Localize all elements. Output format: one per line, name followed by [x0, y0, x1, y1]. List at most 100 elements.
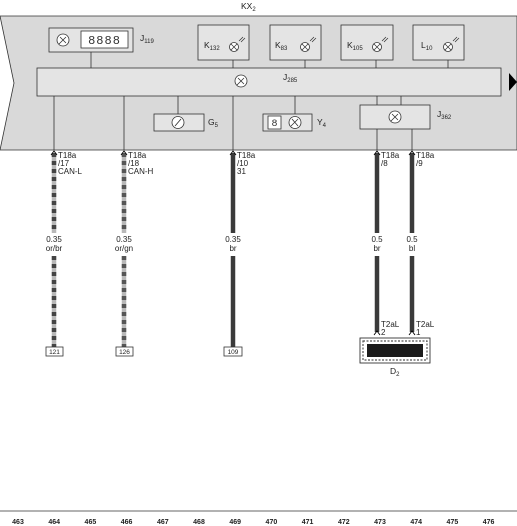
- wire-pin: /10: [237, 159, 249, 168]
- component-label: K: [347, 40, 353, 50]
- wire-pin: /18: [128, 159, 140, 168]
- component-j285: J285: [36, 67, 502, 97]
- component-label-sub: 119: [144, 39, 154, 45]
- wire-signal: CAN-L: [58, 167, 83, 176]
- panel-title: KX: [241, 1, 253, 11]
- component-label: L: [421, 40, 426, 50]
- component-label-sub: 2: [396, 372, 400, 378]
- grid-number: 476: [483, 519, 495, 526]
- d2-pin-number: 2: [381, 328, 386, 337]
- component-j119: 8888 J119: [48, 27, 154, 53]
- component-label-sub: 4: [323, 123, 327, 129]
- grid-number: 464: [48, 519, 60, 526]
- wire-j362-pin9: T18a /9 0.5 bl: [406, 150, 435, 332]
- component-label: J: [283, 72, 287, 82]
- svg-text:J285: J285: [283, 72, 298, 84]
- wire-can-l: T18a /17 CAN-L 0.35 or/br 121: [45, 150, 83, 357]
- warning-lamp-icon: [300, 36, 317, 52]
- wire-pin: /8: [381, 159, 388, 168]
- warning-lamp-icon: [443, 36, 460, 52]
- d2-pin-connector: T2aL: [416, 320, 435, 329]
- wire-color: br: [229, 244, 236, 253]
- grid-number: 463: [12, 519, 24, 526]
- svg-text:K132: K132: [204, 40, 220, 52]
- svg-text:G5: G5: [208, 117, 219, 129]
- component-j362: J362: [359, 104, 452, 130]
- wire-size: 0.5: [406, 235, 418, 244]
- grid-number: 474: [410, 519, 422, 526]
- grid-number: 467: [157, 519, 169, 526]
- wire-feeds: [53, 96, 413, 150]
- digital-display: [267, 115, 282, 130]
- component-k105: K105: [340, 24, 394, 61]
- component-k83: K83: [269, 24, 322, 61]
- grid-number: 473: [374, 519, 386, 526]
- warning-lamp-icon: [229, 36, 246, 52]
- svg-text:KX2: KX2: [241, 1, 256, 13]
- wire-j362-pin8: T18a /8 0.5 br: [371, 150, 400, 332]
- digital-display: [80, 30, 129, 49]
- wire-pin: /17: [58, 159, 70, 168]
- wire-connector: T18a: [237, 151, 256, 160]
- component-g5: G5: [153, 113, 219, 132]
- wire-pin: /9: [416, 159, 423, 168]
- continuation-arrow-icon: [509, 73, 517, 91]
- component-d2: T2aL 2 T2aL 1 D2: [359, 320, 435, 378]
- component-label-sub: 10: [426, 46, 433, 52]
- svg-text:Y4: Y4: [317, 117, 327, 129]
- grid-number: 471: [302, 519, 314, 526]
- control-unit-icon: [388, 110, 402, 124]
- component-label-sub: 132: [210, 46, 221, 52]
- wire-color: or/br: [46, 244, 63, 253]
- wire-ref: 126: [119, 349, 130, 356]
- wire-ref: 109: [228, 349, 239, 356]
- gauge-icon: [56, 33, 70, 47]
- svg-text:J119: J119: [140, 33, 154, 45]
- svg-text:D2: D2: [390, 366, 400, 378]
- wire-connector: T18a: [381, 151, 400, 160]
- grid-number: 469: [229, 519, 241, 526]
- wire-connector: T18a: [416, 151, 435, 160]
- warning-lamp-icon: [372, 36, 389, 52]
- grid-number: 472: [338, 519, 350, 526]
- display-digits: 8: [271, 119, 277, 130]
- control-unit-icon: [234, 74, 248, 88]
- grid-number: 465: [85, 519, 97, 526]
- component-label-sub: 285: [287, 78, 298, 84]
- d2-pin-connector: T2aL: [381, 320, 400, 329]
- component-label: J: [437, 109, 441, 119]
- panel-title-sub: 2: [252, 7, 256, 13]
- svg-text:L10: L10: [421, 40, 433, 52]
- component-label-sub: 5: [215, 123, 219, 129]
- component-label: G: [208, 117, 215, 127]
- svg-text:J362: J362: [437, 109, 452, 121]
- wire-size: 0.35: [225, 235, 241, 244]
- grid-number: 466: [121, 519, 133, 526]
- component-label-sub: 362: [441, 115, 452, 121]
- wire-color: br: [373, 244, 380, 253]
- wire-size: 0.5: [371, 235, 383, 244]
- component-label: Y: [317, 117, 323, 127]
- sub-connections: [177, 96, 402, 114]
- grid-number: 468: [193, 519, 205, 526]
- clock-icon: [288, 116, 302, 129]
- svg-text:K83: K83: [275, 40, 288, 52]
- component-label-sub: 83: [281, 46, 288, 52]
- wire-color: or/gn: [115, 244, 133, 253]
- display-digits: 8888: [88, 34, 121, 48]
- wire-size: 0.35: [116, 235, 132, 244]
- component-label: K: [275, 40, 281, 50]
- component-y4: 8 Y4: [262, 113, 327, 132]
- svg-text:K105: K105: [347, 40, 363, 52]
- grid-number: 475: [447, 519, 459, 526]
- component-label: K: [204, 40, 210, 50]
- wire-can-h: T18a /18 CAN-H 0.35 or/gn 126: [115, 150, 154, 357]
- wire-color: bl: [409, 244, 415, 253]
- internal-connections: [90, 52, 449, 68]
- wire-ground-31: T18a /10 31 0.35 br 109: [223, 150, 256, 357]
- component-l10: L10: [412, 24, 465, 61]
- grid-number: 470: [266, 519, 278, 526]
- d2-pin-number: 1: [416, 328, 421, 337]
- wire-signal: CAN-H: [128, 167, 154, 176]
